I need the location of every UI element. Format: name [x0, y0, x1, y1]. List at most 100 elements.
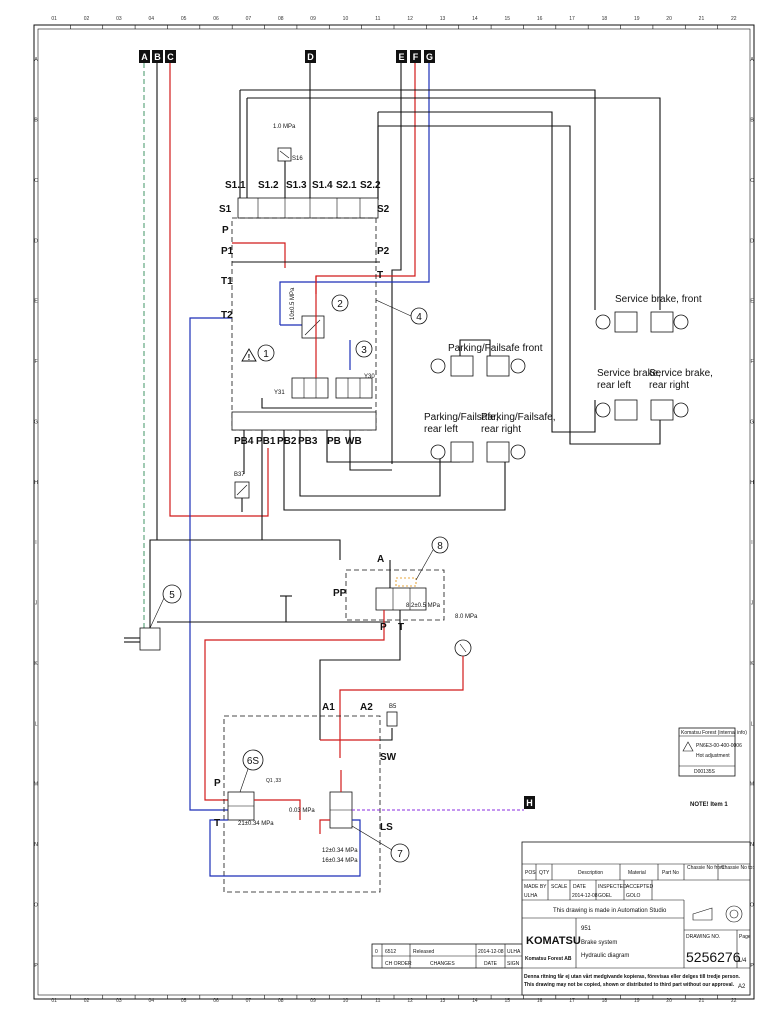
label-s16: S16 [292, 156, 303, 162]
row-marker-J-right: J [751, 601, 754, 607]
port-s1: S1 [219, 204, 232, 215]
column-marker-02-top: 02 [84, 16, 90, 22]
callout-2: 2 [337, 299, 343, 310]
port-s1-1: S1.1 [225, 180, 246, 191]
tb-accepted-val: GOLO [626, 893, 641, 899]
port-wb: WB [345, 436, 362, 447]
port-t6: T [214, 818, 220, 829]
port-a: A [377, 554, 384, 565]
tb-inspected: INSPECTED [598, 884, 627, 890]
label-service-rear-left: Service brake, [597, 368, 661, 379]
port-p2: P2 [377, 246, 390, 257]
port-pb2: PB2 [277, 436, 297, 447]
port-s1-2: S1.2 [258, 180, 279, 191]
park-brake-rear-left [430, 441, 474, 463]
column-marker-13-top: 13 [440, 16, 446, 22]
row-marker-N-right: N [750, 842, 754, 848]
column-marker-20-top: 20 [666, 16, 672, 22]
tag-g: G [426, 52, 433, 62]
row-marker-F-left: F [34, 359, 37, 365]
park-brake-rear-right [486, 441, 526, 463]
column-marker-08-top: 08 [278, 16, 284, 22]
tb-inspected-val: GOEL [598, 893, 612, 899]
row-marker-B-left: B [34, 118, 38, 124]
column-marker-13-bottom: 13 [440, 998, 446, 1004]
pressure-7a: 12±0.34 MPa [322, 848, 358, 854]
port-ls: LS [380, 822, 393, 833]
column-marker-14-top: 14 [472, 16, 478, 22]
row-marker-E-left: E [34, 299, 38, 305]
service-brake-rear-right [650, 399, 689, 421]
info-note: Hot adjustment [696, 753, 730, 759]
service-brake-rear-left [595, 399, 638, 421]
hydraulic-lines [124, 63, 661, 893]
port-pb: PB [327, 436, 341, 447]
row-marker-O-right: O [750, 902, 754, 908]
port-s2: S2 [377, 204, 390, 215]
callout-6s: 6S [247, 756, 260, 767]
port-pb1: PB1 [256, 436, 276, 447]
column-marker-01-bottom: 01 [51, 998, 57, 1004]
row-marker-H-left: H [34, 480, 38, 486]
column-marker-11-top: 11 [375, 16, 380, 22]
column-marker-21-top: 21 [699, 16, 705, 22]
column-marker-01-top: 01 [51, 16, 57, 22]
tb-brand: KOMATSU [526, 935, 581, 947]
tb-qty: QTY [539, 870, 550, 876]
column-marker-02-bottom: 02 [84, 998, 90, 1004]
column-marker-16-bottom: 16 [537, 998, 543, 1004]
rev-order: 6512 [385, 949, 396, 955]
tb-drawing-no-label: DRAWING NO. [686, 934, 720, 940]
tb-material: Material [628, 870, 646, 876]
label-park-front: Parking/Failsafe front [448, 343, 543, 354]
port-s2-1: S2.1 [336, 180, 357, 191]
callout-5: 5 [169, 590, 175, 601]
tb-size: A2 [738, 984, 746, 990]
row-marker-B-right: B [750, 118, 754, 124]
pressure-valve2: 10±0.5 MPa [290, 287, 296, 320]
line-tags-top: A B C D E F G H [139, 50, 535, 809]
info-id: D00135S [694, 769, 716, 775]
row-marker-E-right: E [750, 299, 754, 305]
rev-h-date: DATE [484, 961, 498, 967]
row-marker-C-left: C [34, 178, 38, 184]
row-marker-G-right: G [750, 419, 754, 425]
tb-made-by-val: ULHA [524, 893, 538, 899]
column-markers: 0101020203030404050506060707080809091010… [51, 16, 736, 1004]
row-marker-P-left: P [34, 963, 38, 969]
column-marker-17-bottom: 17 [569, 998, 575, 1004]
column-marker-18-bottom: 18 [602, 998, 608, 1004]
callout-4: 4 [416, 312, 422, 323]
column-marker-03-bottom: 03 [116, 998, 122, 1004]
column-marker-10-top: 10 [343, 16, 349, 22]
row-marker-C-right: C [750, 178, 754, 184]
tag-f: F [413, 52, 419, 62]
row-marker-F-right: F [750, 359, 753, 365]
label-park-rear-left: Parking/Failsafe, [424, 412, 498, 423]
row-marker-K-right: K [750, 661, 754, 667]
tb-scale: SCALE [551, 884, 568, 890]
label-service-rear-right-2: rear right [649, 380, 689, 391]
label-service-rear-right: Service brake, [649, 368, 713, 379]
tb-model: 951 [581, 926, 592, 932]
tb-title1: Brake system [581, 940, 617, 946]
tb-automation: This drawing is made in Automation Studi… [553, 908, 667, 914]
tb-description: Description [578, 870, 603, 876]
svg-text:!: ! [248, 353, 251, 362]
tb-chassis-to: Chassie No to: [721, 865, 754, 871]
column-marker-21-bottom: 21 [699, 998, 705, 1004]
row-marker-G-left: G [34, 419, 38, 425]
row-marker-K-left: K [34, 661, 38, 667]
port-a2: A2 [360, 702, 373, 713]
label-q1: Q1 ,33 [266, 778, 281, 784]
label-y31: Y31 [274, 390, 285, 396]
label-park-rear-right: Parking/Failsafe, [481, 412, 555, 423]
title-block: POS QTY Description Material Part No Cha… [521, 841, 754, 996]
projection-symbol [692, 905, 743, 923]
tb-company: Komatsu Forest AB [525, 956, 572, 962]
column-marker-03-top: 03 [116, 16, 122, 22]
callouts: 2 4 1 3 8 5 6S 7 ! [149, 294, 449, 863]
tag-b: B [154, 52, 161, 62]
